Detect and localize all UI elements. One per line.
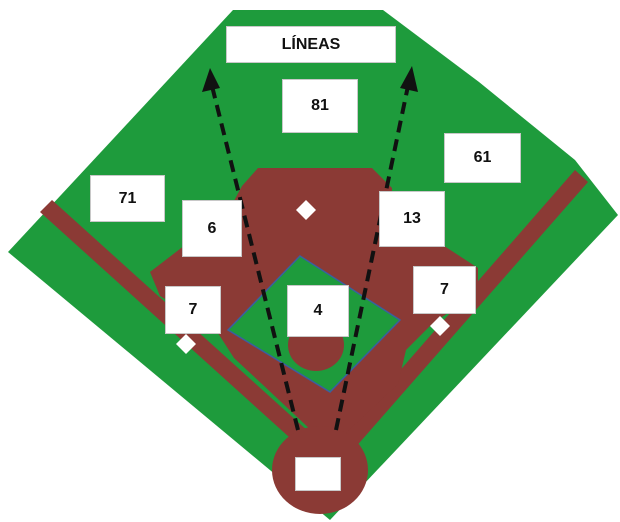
third-base-box: 7 xyxy=(165,286,221,334)
title-box: LÍNEAS xyxy=(226,26,396,63)
shortstop-box: 6 xyxy=(182,200,242,257)
pitcher-box: 4 xyxy=(287,285,349,337)
second-base-side-box: 13 xyxy=(379,191,445,247)
first-base-box: 7 xyxy=(413,266,476,314)
left-field-box: 71 xyxy=(90,175,165,222)
home-plate-box xyxy=(295,457,341,491)
right-field-box: 61 xyxy=(444,133,521,183)
center-field-box: 81 xyxy=(282,79,358,133)
